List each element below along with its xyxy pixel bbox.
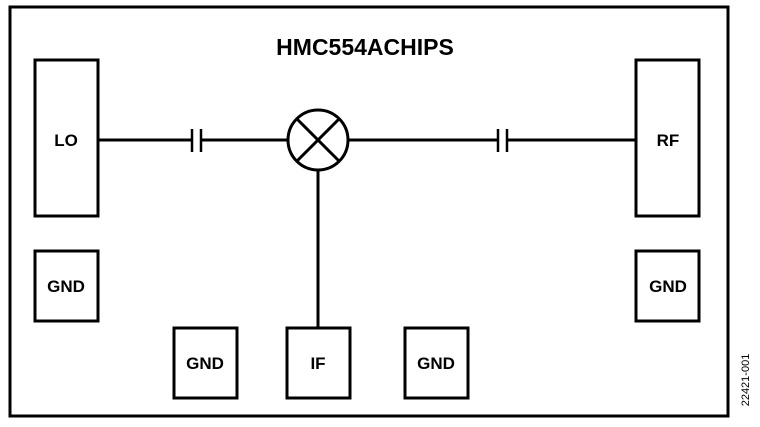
gnd-pad-left bbox=[33, 249, 100, 323]
if-label: IF bbox=[310, 354, 325, 373]
if-pad bbox=[285, 326, 352, 400]
mixer-icon bbox=[286, 108, 350, 172]
chip-title: HMC554ACHIPS bbox=[276, 34, 454, 60]
gnd-pad-bottom-left bbox=[172, 326, 239, 400]
rf-label: RF bbox=[657, 131, 680, 150]
gnd-label-bottom-right: GND bbox=[417, 354, 455, 373]
gnd-label-left: GND bbox=[47, 277, 85, 296]
gnd-label-right: GND bbox=[649, 277, 687, 296]
gnd-label-bottom-left: GND bbox=[186, 354, 224, 373]
rf-pad bbox=[634, 58, 701, 218]
gnd-pad-right bbox=[634, 249, 701, 323]
figure-id: 22421-001 bbox=[740, 354, 752, 407]
chip-outline bbox=[8, 5, 730, 418]
gnd-pad-bottom-right bbox=[403, 326, 470, 400]
lo-label: LO bbox=[54, 131, 78, 150]
lo-pad bbox=[33, 58, 100, 218]
